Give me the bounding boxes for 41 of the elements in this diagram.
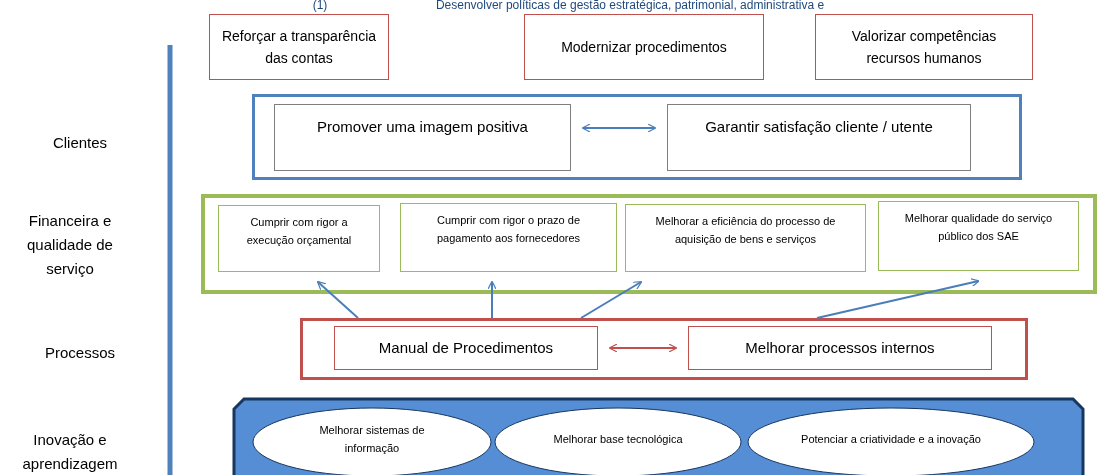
objective-box (878, 201, 1079, 271)
objective-box (524, 14, 764, 80)
arrow (581, 123, 657, 133)
objective-box (218, 205, 380, 272)
footnote-number: (1) (311, 0, 329, 12)
perspective-label: Processos (44, 343, 116, 363)
arrow (316, 280, 359, 319)
perspective-label: Clientes (51, 133, 109, 153)
objective-box (625, 204, 866, 272)
objective-box (400, 203, 617, 272)
arrow (580, 281, 643, 319)
objective-text: Promover uma imagem positiva (317, 117, 528, 137)
objective-text: Garantir satisfação cliente / utente (705, 117, 933, 137)
perspective-label: Inovação e aprendizagem (21, 430, 119, 474)
objective-text: Melhorar base tecnológica (553, 432, 683, 448)
objective-box (334, 326, 598, 370)
objective-text: Melhorar qualidade do serviço público dos SAE (903, 211, 1054, 244)
perspective-band (252, 94, 1022, 180)
objective-text: Manual de Procedimentos (378, 338, 554, 358)
perspective-label: Financeira e qualidade de serviço (26, 211, 114, 279)
objective-box (209, 14, 389, 80)
perspective-band (232, 397, 1085, 475)
objective-box (688, 326, 992, 370)
objective-text: Melhorar sistemas de informação (318, 423, 426, 456)
objective-text: Cumprir com rigor o prazo de pagamento aos fornecedores (435, 213, 582, 246)
objective-text: Valorizar competências recursos humanos (850, 26, 998, 68)
objective-text: Reforçar a transparência das contas (220, 26, 378, 68)
objective-text: Melhorar a eficiência do processo de aquisição de bens e serviços (654, 214, 837, 247)
objective-box (667, 104, 971, 171)
arrow (487, 280, 497, 319)
arrow (816, 278, 980, 319)
objective-text: Cumprir com rigor a execução orçamental (245, 215, 353, 248)
perspective-band (300, 318, 1028, 380)
perspective-band (201, 194, 1097, 294)
objective-box (274, 104, 571, 171)
objective-text: Potenciar a criatividade e a inovação (801, 432, 981, 448)
objective-box (815, 14, 1033, 80)
objective-text: Melhorar processos internos (745, 338, 935, 358)
heading-text: Desenvolver políticas de gestão estratégica, patrimonial, administrativa e (434, 0, 826, 12)
arrow (608, 343, 678, 353)
objective-text: Modernizar procedimentos (561, 37, 727, 57)
